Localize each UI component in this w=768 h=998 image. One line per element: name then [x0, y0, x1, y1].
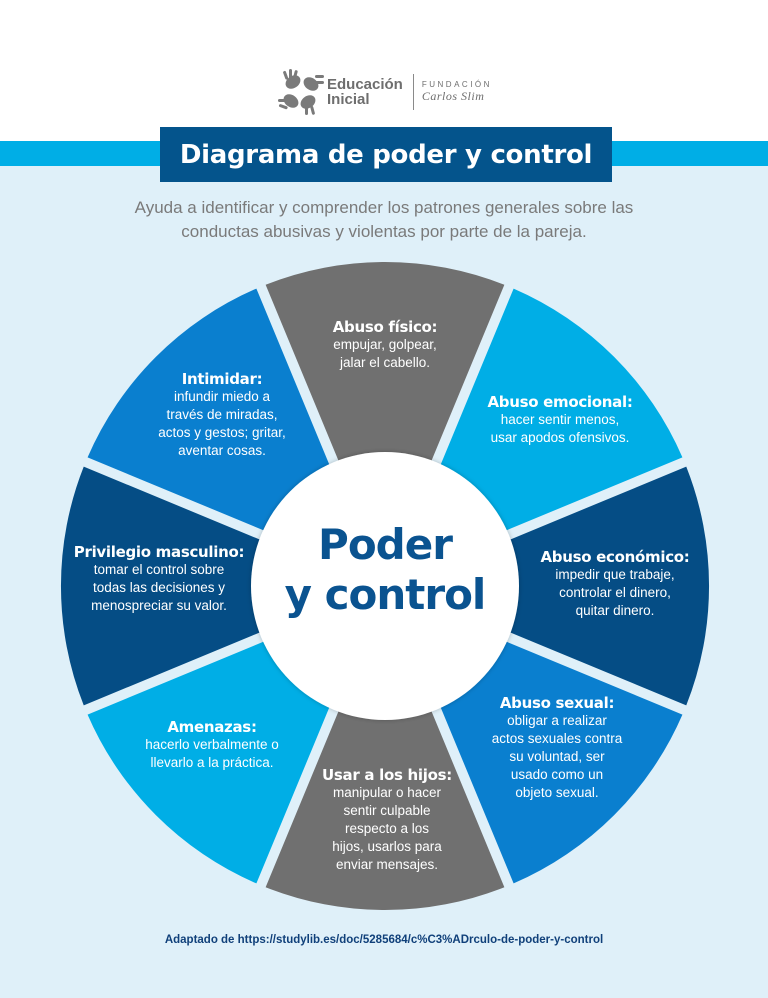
logo-line2: Inicial: [327, 91, 370, 108]
segment-line: hacer sentir menos,: [500, 412, 620, 427]
segment-abuso-emocional: Abuso emocional: hacer sentir menos, usa…: [460, 393, 660, 447]
segment-intimidar: Intimidar: infundir miedo a través de mi…: [132, 370, 312, 460]
segment-line: usar apodos ofensivos.: [490, 430, 630, 445]
segment-title: Amenazas:: [167, 718, 257, 736]
segment-line: su voluntad, ser: [509, 749, 605, 764]
segment-line: actos y gestos; gritar,: [158, 425, 286, 440]
segment-line: infundir miedo a: [173, 389, 271, 404]
segment-abuso-fisico: Abuso físico: empujar, golpear, jalar el…: [295, 318, 475, 372]
source-footnote: Adaptado de https://studylib.es/doc/5285…: [164, 934, 604, 946]
segment-title: Intimidar:: [181, 370, 263, 388]
hands-logo-icon: [278, 69, 324, 115]
logo-educacion-inicial: Educación Inicial: [327, 77, 403, 107]
center-circle: [251, 452, 519, 720]
page-title: Diagrama de poder y control: [160, 127, 612, 182]
segment-usar-a-los-hijos: Usar a los hijos: manipular o hacer sent…: [300, 766, 474, 874]
segment-amenazas: Amenazas: hacerlo verbalmente o llevarlo…: [118, 718, 306, 772]
segment-title: Abuso físico:: [332, 318, 438, 336]
wheel-segment-amenazas: [87, 636, 335, 884]
segment-privilegio-masculino: Privilegio masculino: tomar el control s…: [64, 543, 254, 615]
segment-title: Abuso emocional:: [487, 393, 633, 411]
logo-divider: [412, 74, 414, 110]
segment-line: quitar dinero.: [575, 603, 655, 618]
center-label-line1: Poder: [318, 520, 453, 569]
segment-line: controlar el dinero,: [559, 585, 671, 600]
wheel-segment-privilegio-masculino: [60, 466, 273, 706]
segment-line: enviar mensajes.: [335, 857, 439, 872]
logo-fundacion: FUNDACIÓN: [421, 80, 492, 89]
segment-title: Abuso económico:: [540, 548, 690, 566]
segment-line: impedir que trabaje,: [555, 567, 675, 582]
logo-fundacion-carlos-slim: FUNDACIÓN Carlos Slim: [422, 80, 492, 104]
segment-abuso-economico: Abuso económico: impedir que trabaje, co…: [520, 548, 710, 620]
segment-line: través de miradas,: [166, 407, 278, 422]
subtitle-line2: conductas abusivas y violentas por parte…: [181, 222, 587, 241]
wheel-segment-abuso-fisico: [265, 261, 505, 474]
center-label-line2: y control: [284, 570, 487, 619]
segment-line: respecto a los: [344, 821, 430, 836]
wheel-segment-abuso-sexual: [435, 636, 683, 884]
segment-line: sentir culpable: [343, 803, 431, 818]
segment-line: hijos, usarlos para: [332, 839, 442, 854]
logo-carlos-slim: Carlos Slim: [421, 89, 485, 103]
segment-line: hacerlo verbalmente o: [145, 737, 279, 752]
center-label: Poder y control: [253, 520, 517, 620]
segment-line: aventar cosas.: [178, 443, 266, 458]
segment-title: Usar a los hijos:: [322, 766, 452, 784]
segment-line: obligar a realizar: [507, 713, 607, 728]
segment-line: objeto sexual.: [515, 785, 599, 800]
segment-line: manipular o hacer: [332, 785, 442, 800]
segment-line: jalar el cabello.: [339, 355, 431, 370]
segment-title: Abuso sexual:: [499, 694, 615, 712]
logo: Educación Inicial FUNDACIÓN Carlos Slim: [278, 66, 492, 118]
segment-line: todas las decisiones y: [92, 580, 226, 595]
segment-title: Privilegio masculino:: [73, 543, 245, 561]
segment-abuso-sexual: Abuso sexual: obligar a realizar actos s…: [462, 694, 652, 802]
segment-line: actos sexuales contra: [491, 731, 623, 746]
wheel-segment-abuso-emocional: [435, 288, 683, 536]
segment-line: empujar, golpear,: [333, 337, 437, 352]
wheel-segment-intimidar: [87, 288, 335, 536]
wheel-segment-abuso-economico: [497, 466, 710, 706]
wheel-segment-usar-a-los-hijos: [265, 698, 505, 911]
subtitle: Ayuda a identificar y comprender los pat…: [60, 196, 708, 244]
segment-line: llevarlo a la práctica.: [150, 755, 274, 770]
segment-line: menospreciar su valor.: [91, 598, 227, 613]
segment-line: usado como un: [510, 767, 604, 782]
logo-line1: Educación: [327, 76, 403, 93]
segment-line: tomar el control sobre: [93, 562, 225, 577]
subtitle-line1: Ayuda a identificar y comprender los pat…: [134, 198, 634, 217]
